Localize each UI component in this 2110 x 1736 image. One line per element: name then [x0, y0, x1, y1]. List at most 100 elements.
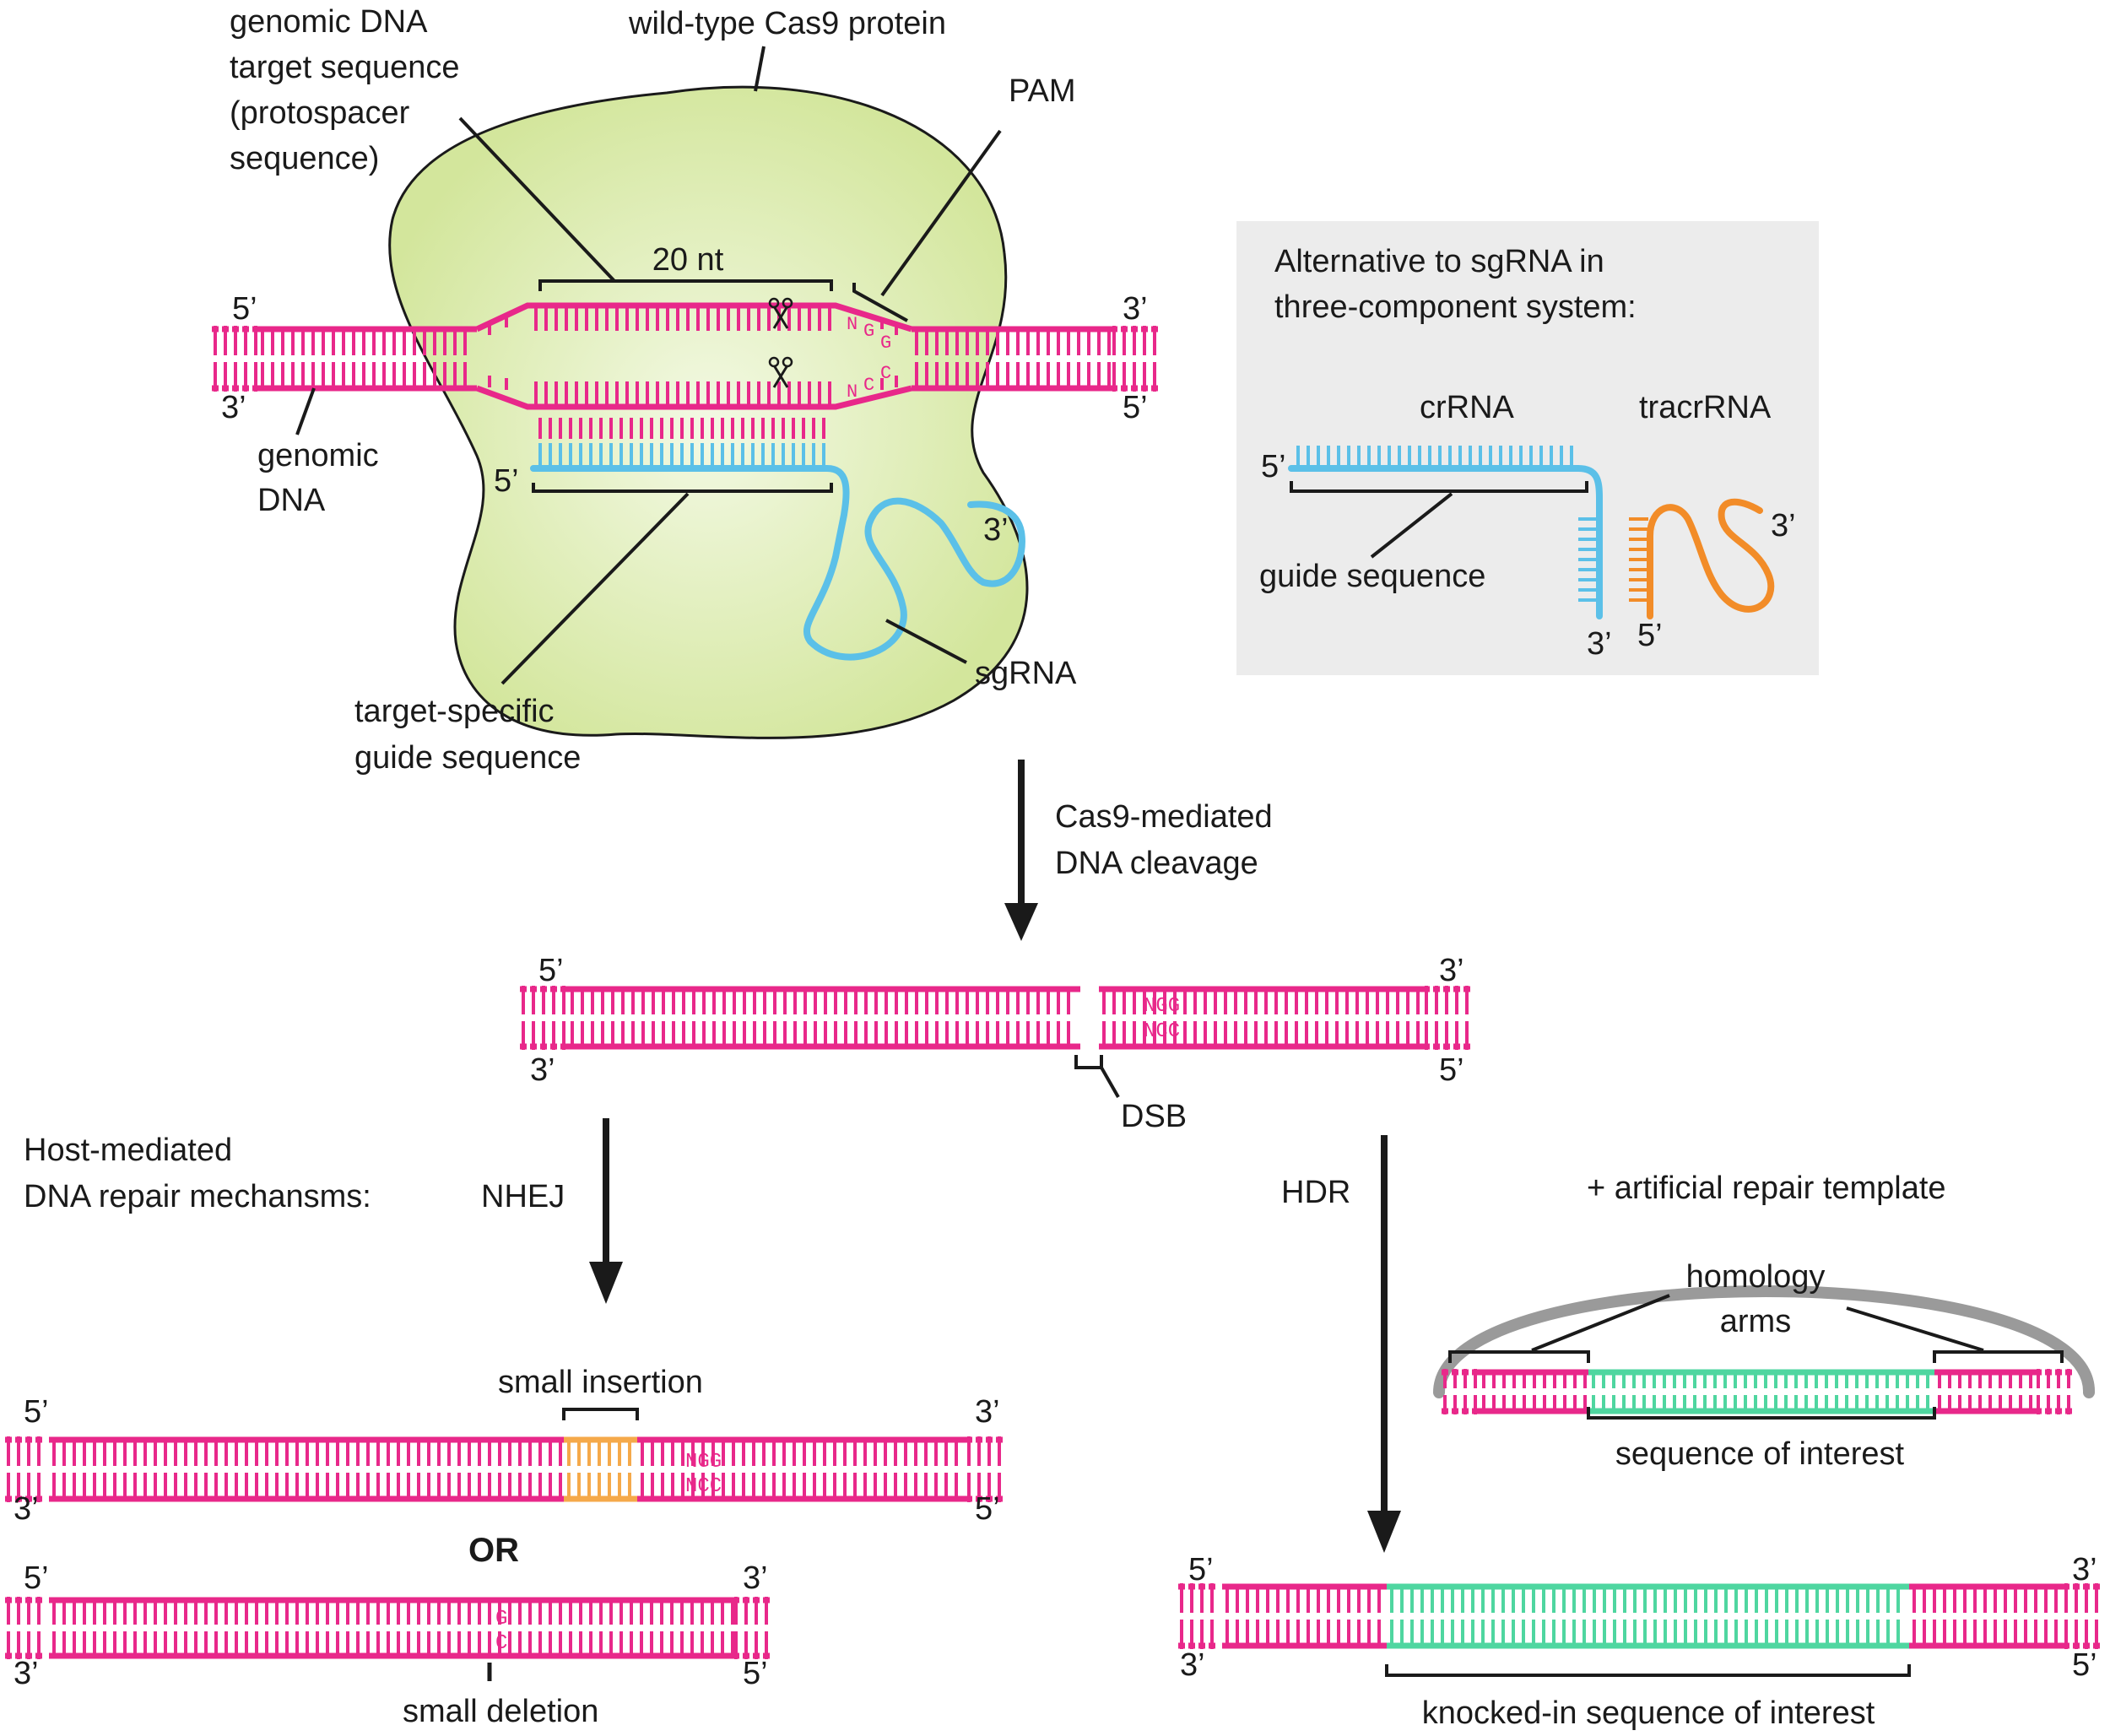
guide-base-pairs: [538, 418, 825, 467]
end-label: 3’: [1771, 508, 1796, 544]
seq-interest-label: sequence of interest: [1615, 1436, 1905, 1472]
bracket-left-arm: [1448, 1350, 1590, 1363]
guide-label-alt: guide sequence: [1259, 559, 1485, 594]
bracket-guide-alt: [1290, 481, 1588, 493]
leader-sgrna: [885, 619, 967, 664]
panel-title-1: Alternative to sgRNA in: [1274, 244, 1604, 279]
tracrrna-backbone: [1647, 498, 1775, 619]
small-deletion-label: small deletion: [403, 1694, 598, 1729]
genomic-dna-label-2: DNA: [257, 483, 326, 518]
template-label: + artificial repair template: [1587, 1171, 1946, 1206]
tracrrna-label: tracrRNA: [1639, 390, 1772, 425]
sgrna-label: sgRNA: [975, 656, 1077, 691]
hdr-label: HDR: [1281, 1175, 1350, 1210]
pam-c1-bottom: C: [863, 375, 874, 396]
host-label-1: Host-mediated: [24, 1133, 232, 1168]
end-label: 3’: [1123, 291, 1148, 327]
pam-label: PAM: [1009, 73, 1076, 109]
knocked-in-dna: [1178, 1583, 2100, 1649]
end-label: 5’: [1439, 1052, 1464, 1088]
leader-genomic: [295, 387, 316, 435]
cleaved-dna: [520, 986, 1470, 1050]
host-label-2: DNA repair mechansms:: [24, 1179, 371, 1214]
pam-n-top: N: [847, 314, 858, 335]
pam-g2-top: G: [880, 333, 891, 354]
panel-title-2: three-component system:: [1274, 289, 1637, 325]
deletion-bottom-base: C: [495, 1632, 507, 1655]
guide-label-2: guide sequence: [354, 740, 581, 776]
bracket-guide: [532, 483, 833, 493]
target-label-1: genomic DNA: [230, 4, 428, 40]
end-label: 3’: [2072, 1552, 2097, 1587]
arrow-cleavage-head: [1004, 903, 1038, 941]
genomic-dna-label-1: genomic: [257, 438, 379, 473]
end-label: 5’: [1637, 618, 1663, 653]
label-20nt: 20 nt: [652, 242, 724, 278]
pam-c2-bottom: C: [880, 363, 891, 384]
end-label: 5’: [1188, 1552, 1214, 1587]
repair-template-dna: [1442, 1369, 2072, 1414]
pam-top-insertion: NGG: [685, 1451, 722, 1474]
leader-pam: [880, 129, 1002, 297]
leader-dsb: [1100, 1067, 1120, 1098]
deletion-top-base: G: [495, 1608, 507, 1631]
scissors-icon: [768, 356, 793, 388]
pam-n-bottom: N: [847, 381, 858, 403]
bubble-top-strand: [475, 302, 913, 333]
cas9-protein-shape: [388, 85, 1029, 739]
leader-cas9: [754, 46, 766, 92]
crrna-backbone: [1288, 465, 1603, 619]
end-label: 5’: [1123, 390, 1148, 425]
cleavage-label-2: DNA cleavage: [1055, 846, 1258, 881]
pam-bottom-cleaved: NCC: [1144, 1020, 1180, 1043]
end-label: 3’: [530, 1052, 555, 1088]
cas9-label: wild-type Cas9 protein: [628, 6, 946, 41]
crrna-bases: [1296, 446, 1573, 467]
hdr-branch: HDR + artificial repair template homolog…: [1178, 1135, 2100, 1731]
leader-right-arm: [1846, 1306, 1984, 1352]
bracket-knocked-in: [1385, 1664, 1911, 1677]
end-label: 5’: [1261, 449, 1286, 484]
end-label: 5’: [538, 953, 564, 988]
template-arc: [1433, 1285, 2096, 1398]
nhej-label: NHEJ: [481, 1179, 565, 1214]
target-label-2: target sequence: [230, 50, 460, 85]
leader-target: [458, 116, 616, 283]
end-label: 5’: [494, 463, 519, 499]
small-insertion-label: small insertion: [498, 1365, 703, 1400]
deletion-dna: [5, 1597, 770, 1659]
nhej-branch: Host-mediated DNA repair mechansms: NHEJ…: [5, 1118, 1003, 1729]
end-label: 3’: [1180, 1647, 1205, 1683]
crrna-label: crRNA: [1420, 390, 1515, 425]
bracket-seq-interest: [1587, 1407, 1936, 1420]
bracket-pam: [852, 283, 908, 322]
end-label: 5’: [232, 291, 257, 327]
cas9-complex: N G G N C C 20 nt wild-type Cas9 protein…: [212, 4, 1158, 776]
end-label: 3’: [983, 512, 1009, 548]
end-label: 3’: [14, 1656, 39, 1691]
leader-guide-alt: [1370, 492, 1453, 559]
end-label: 5’: [975, 1491, 1000, 1527]
cleavage-label-1: Cas9-mediated: [1055, 799, 1273, 835]
end-label: 5’: [24, 1394, 49, 1430]
end-label: 3’: [1439, 953, 1464, 988]
pam-top-cleaved: NGG: [1144, 995, 1180, 1018]
alternative-panel: Alternative to sgRNA in three-component …: [1236, 221, 1819, 675]
or-label: OR: [468, 1532, 519, 1569]
sgrna: [530, 418, 1025, 661]
homology-label-2: arms: [1720, 1304, 1791, 1339]
bracket-insertion: [562, 1408, 639, 1420]
pam-g1-top: G: [863, 321, 874, 342]
crrna-stem-bases: [1578, 517, 1598, 602]
target-label-4: sequence): [230, 141, 379, 176]
end-label: 3’: [221, 390, 246, 425]
tracrrna-bases: [1629, 517, 1648, 602]
pam-bottom-insertion: NCC: [685, 1475, 722, 1498]
genomic-dna-duplex: [212, 302, 1158, 410]
end-label: 3’: [743, 1560, 768, 1596]
arrow-nhej-head: [589, 1262, 623, 1304]
bracket-20nt: [538, 279, 833, 291]
end-label: 5’: [2072, 1647, 2097, 1683]
dsb-label: DSB: [1121, 1099, 1187, 1134]
